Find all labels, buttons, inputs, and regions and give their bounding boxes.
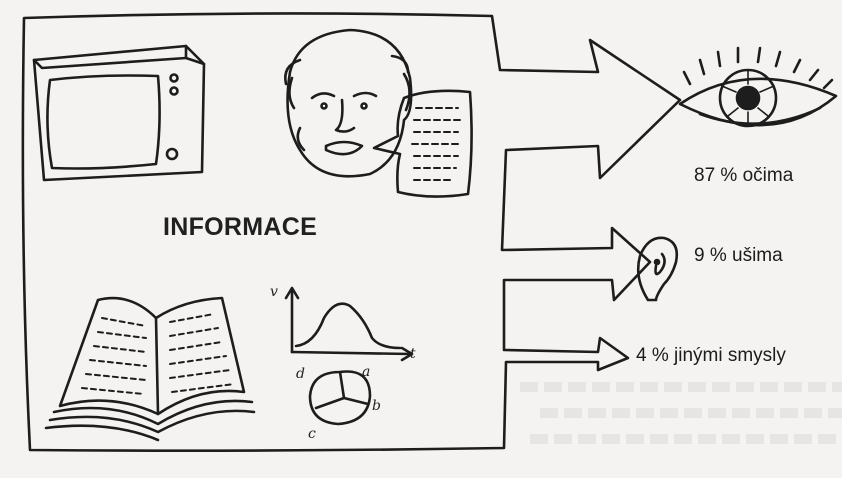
pie-label-a: a <box>362 364 370 380</box>
pie-label-c: c <box>308 426 316 442</box>
pie-label-b: b <box>372 398 381 414</box>
graph-x-label: t <box>410 346 416 362</box>
tv-icon <box>34 46 204 180</box>
information-title: INFORMACE <box>163 213 317 242</box>
pie-chart-icon <box>310 372 370 425</box>
graph-icon <box>286 288 412 360</box>
open-book-icon <box>46 298 254 440</box>
pie-label-d: d <box>296 366 305 382</box>
bleed-through-line <box>520 382 842 392</box>
graph-y-label: v <box>270 284 278 300</box>
bleed-through-line <box>530 434 842 444</box>
eye-icon <box>680 48 836 126</box>
sense-label-other: 4 % jinými smysly <box>636 345 786 367</box>
speaker-head-icon <box>285 30 411 176</box>
sense-label-eyes: 87 % očima <box>694 165 793 187</box>
bleed-through-line <box>540 408 842 418</box>
speech-bubble-icon <box>374 91 472 197</box>
sense-label-ears: 9 % ušima <box>694 245 783 267</box>
